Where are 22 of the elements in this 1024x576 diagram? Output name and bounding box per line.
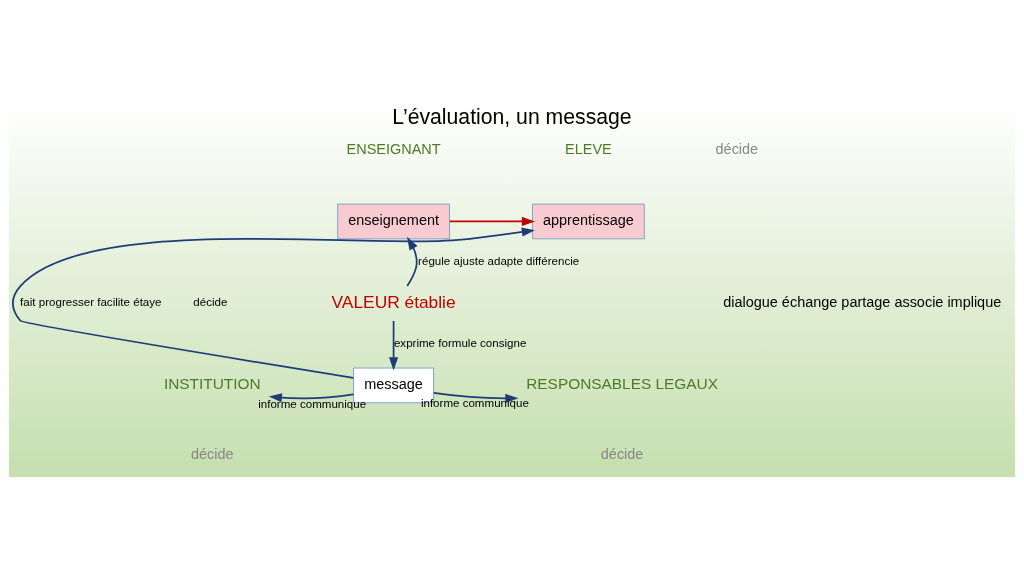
label: dialogue échange partage associe implique (723, 293, 1002, 310)
edge-label: régule ajuste adapte différencie (418, 255, 580, 268)
arrow (268, 393, 355, 403)
arrow (449, 216, 536, 227)
diagram-title: L’évaluation, un message (392, 104, 632, 128)
node-text: INSTITUTION (163, 375, 261, 393)
arrow (406, 236, 418, 287)
label: ENSEIGNANT (346, 141, 441, 158)
node-box: enseignement (337, 203, 450, 240)
label: décide (191, 446, 234, 463)
label: décide (193, 296, 228, 309)
arrow (11, 227, 535, 379)
label: ELEVE (565, 141, 612, 158)
node-box: apprentissage (531, 203, 645, 240)
node-text: VALEUR établie (331, 291, 456, 312)
label: décide (715, 141, 759, 158)
arrow (389, 320, 399, 371)
node-text: RESPONSABLES LEGAUX (526, 375, 719, 393)
label: décide (600, 446, 644, 463)
edge-label: fait progresser facilite étaye (20, 296, 162, 309)
arrow (432, 392, 519, 403)
edge-label: exprime formule consigne (393, 337, 527, 350)
